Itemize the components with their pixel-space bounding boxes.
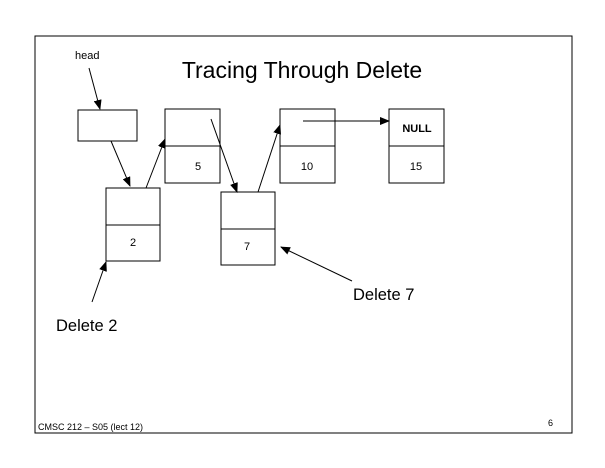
node-15-next-cell xyxy=(388,108,445,147)
delete-2-label: Delete 2 xyxy=(56,317,117,335)
node-7-value: 7 xyxy=(244,241,250,253)
page-number: 6 xyxy=(548,418,553,428)
node-2-next-cell xyxy=(105,187,161,226)
node-2-to-node-5-arrow xyxy=(145,138,166,189)
slide-title: Tracing Through Delete xyxy=(182,57,422,83)
delete-2-arrow xyxy=(91,261,107,303)
slide-frame xyxy=(34,35,573,434)
node-5-to-node-7-arrow xyxy=(210,118,238,193)
node-5-next-cell xyxy=(164,108,221,147)
head-pointer-box xyxy=(77,109,138,142)
node-7-next-cell xyxy=(220,191,276,230)
node-7-to-node-10-arrow xyxy=(257,124,281,193)
node-15: NULL 15 xyxy=(388,108,445,184)
node-2: 2 xyxy=(105,187,161,262)
node-7: 7 xyxy=(220,191,276,266)
null-label: NULL xyxy=(402,123,432,135)
node-5-value: 5 xyxy=(195,161,201,173)
node-10-next-cell xyxy=(279,108,336,147)
head-to-node-2-arrow xyxy=(110,140,131,187)
footer-course-label: CMSC 212 – S05 (lect 12) xyxy=(38,422,143,432)
node-10-data-cell xyxy=(279,145,336,184)
node-10-value: 10 xyxy=(301,161,313,173)
node-5-data-cell xyxy=(164,145,221,184)
delete-7-label: Delete 7 xyxy=(353,286,414,304)
node-2-data-cell xyxy=(105,224,161,262)
node-15-data-cell xyxy=(388,145,445,184)
head-to-head-box-arrow xyxy=(88,67,102,110)
node-7-data-cell xyxy=(220,228,276,266)
node-15-value: 15 xyxy=(410,161,422,173)
node-2-value: 2 xyxy=(130,237,136,249)
node-5: 5 xyxy=(164,108,221,184)
node-10: 10 xyxy=(279,108,336,184)
delete-7-arrow xyxy=(280,246,353,282)
head-label: head xyxy=(75,50,99,62)
